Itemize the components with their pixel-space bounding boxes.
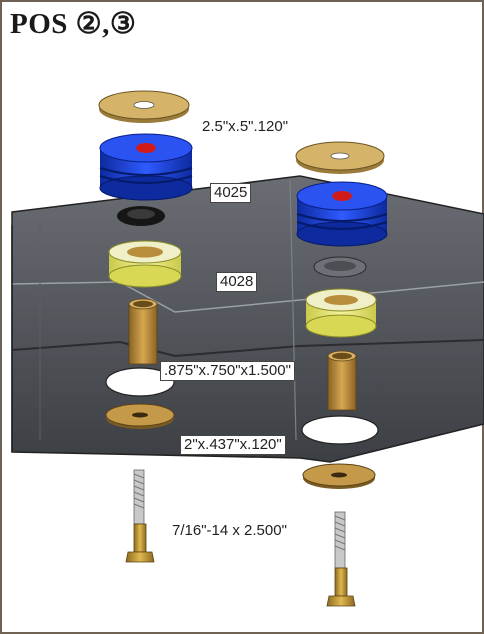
plate-hole-left <box>105 367 175 397</box>
label-bushing-4028: 4028 <box>216 272 258 292</box>
ring-black-left <box>117 206 165 226</box>
bushing-4025-left <box>99 133 193 201</box>
label-washer-bottom: 2"x.437"x.120" <box>180 435 286 455</box>
sleeve-left <box>128 298 158 365</box>
bolt-left <box>125 469 155 563</box>
sleeve-right <box>327 350 357 411</box>
label-washer-top: 2.5"x.5".120" <box>202 118 289 135</box>
washer-top-left <box>98 90 190 123</box>
label-bolt: 7/16"-14 x 2.500" <box>172 522 287 539</box>
washer-top-right <box>295 141 385 174</box>
chassis-plate <box>11 175 484 463</box>
label-bushing-4025: 4025 <box>210 183 252 203</box>
bushing-4028-left <box>108 240 182 288</box>
bolt-right <box>326 511 356 607</box>
right-stack <box>295 141 388 607</box>
label-sleeve: .875"x.750"x1.500" <box>160 361 295 381</box>
washer-bottom-left <box>105 403 175 429</box>
left-stack <box>98 90 193 563</box>
bushing-4028-right <box>305 288 377 338</box>
plate-hole-right <box>301 415 379 445</box>
washer-bottom-right <box>302 463 376 489</box>
bushing-4025-right <box>296 181 388 247</box>
ring-grey-right <box>313 256 367 278</box>
page-title: POS ②,③ <box>10 8 137 40</box>
